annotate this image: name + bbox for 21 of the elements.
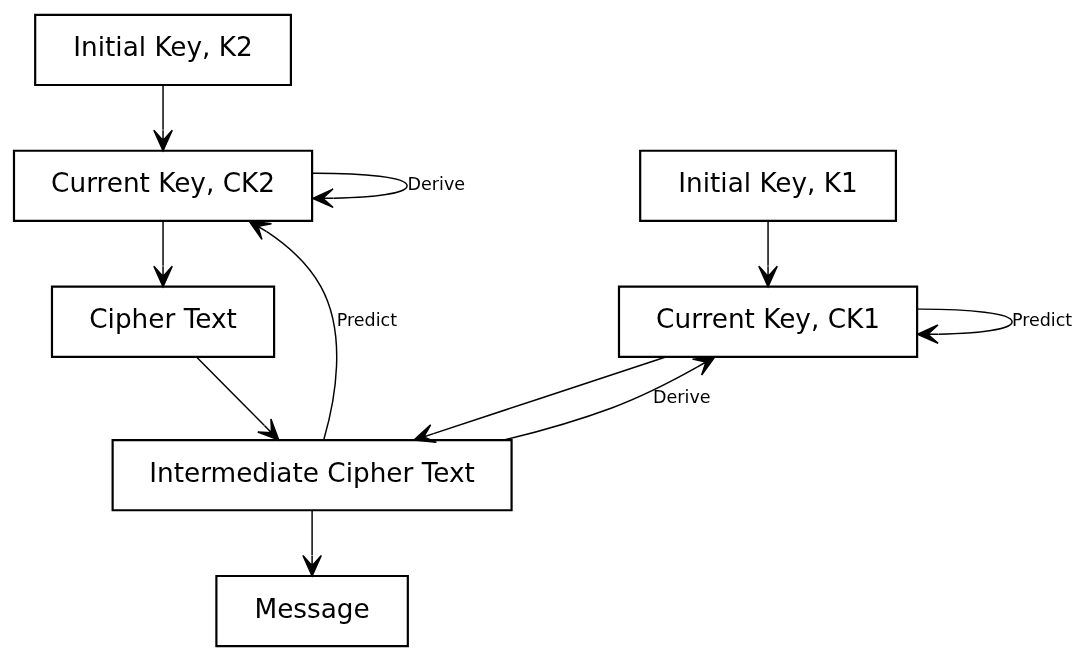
arrow: [195, 355, 280, 441]
node-box: Intermediate Cipher Text: [111, 438, 513, 511]
arrow: [153, 84, 173, 151]
arrow: [758, 220, 778, 287]
edge-label: Derive: [407, 173, 466, 194]
arrow: [311, 172, 408, 208]
edge-label: Derive: [653, 386, 711, 407]
node-box: Cipher Text: [50, 285, 276, 358]
node-box: Message: [215, 574, 409, 647]
node-box: Initial Key, K1: [639, 149, 897, 222]
arrow: [413, 355, 667, 443]
node-box: Initial Key, K2: [34, 13, 292, 86]
edge-label: Predict: [1011, 309, 1073, 330]
node-box: Current Key, CK2: [12, 149, 314, 222]
node-box: Current Key, CK1: [617, 285, 919, 358]
arrow: [916, 307, 1013, 344]
arrow: [302, 509, 323, 577]
arrow: [503, 355, 716, 441]
arrow: [248, 219, 338, 440]
edge-label: Predict: [336, 309, 398, 330]
arrow: [153, 220, 173, 287]
